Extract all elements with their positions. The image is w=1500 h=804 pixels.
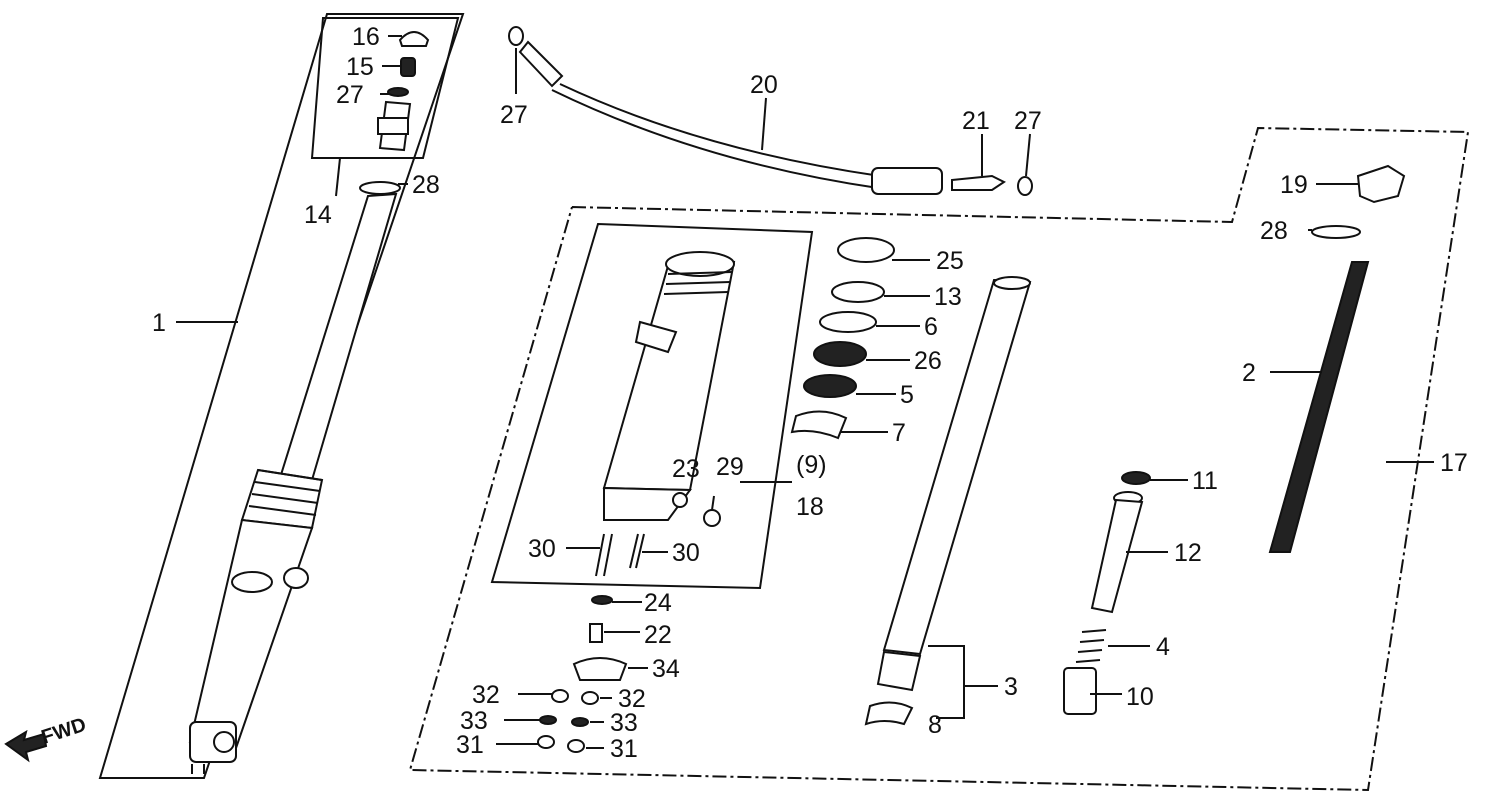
forward-direction-arrow: FWD [4, 714, 89, 763]
callout-part-9: (9) [796, 451, 827, 479]
fork-spring-drawing [1268, 164, 1406, 553]
inner-fork-tube-drawing [864, 276, 1032, 726]
callout-part-33-right: 33 [610, 709, 638, 737]
callout-part-12: 12 [1174, 539, 1202, 567]
callout-part-28-cap: 28 [1260, 217, 1288, 245]
callout-part-27-fitting: 27 [1014, 107, 1042, 135]
callout-part-11: 11 [1192, 467, 1218, 495]
callout-part-20: 20 [750, 71, 778, 99]
callout-part-2: 2 [1242, 359, 1256, 387]
callout-part-4: 4 [1156, 633, 1170, 661]
callout-part-30-left: 30 [528, 535, 556, 563]
callout-part-19: 19 [1280, 171, 1308, 199]
right-fork-assembly-frame [408, 126, 1470, 792]
callout-part-17: 17 [1440, 449, 1468, 477]
callout-part-26: 26 [914, 347, 942, 375]
callout-part-34: 34 [652, 655, 680, 683]
air-valve-drawing [359, 31, 430, 195]
callout-part-32-right: 32 [618, 685, 646, 713]
callout-part-5: 5 [900, 381, 914, 409]
callout-part-30-right: 30 [672, 539, 700, 567]
axle-clamp-hardware-drawing [537, 595, 628, 753]
damper-rod-drawing [1063, 471, 1151, 715]
callout-part-28-valve: 28 [412, 171, 440, 199]
callout-part-16: 16 [352, 23, 380, 51]
left-fork-assembly-frame [98, 13, 465, 779]
slider-subassembly-frame [490, 222, 814, 590]
callout-part-24: 24 [644, 589, 672, 617]
leader-lines [176, 35, 1434, 749]
callout-part-27-hose: 27 [500, 101, 528, 129]
callout-part-31-right: 31 [610, 735, 638, 763]
callout-part-18: 18 [796, 493, 824, 521]
part-labels: 1 2 3 4 5 6 7 8 (9) 10 11 12 13 14 15 16… [152, 23, 1468, 763]
callout-part-21: 21 [962, 107, 990, 135]
fork-slider-drawing [595, 251, 736, 577]
callout-part-7: 7 [892, 419, 906, 447]
callout-part-10: 10 [1126, 683, 1154, 711]
callout-part-3: 3 [1004, 673, 1018, 701]
callout-part-6: 6 [924, 313, 938, 341]
callout-part-27-valve: 27 [336, 81, 364, 109]
callout-part-8: 8 [928, 711, 942, 739]
forward-direction-label: FWD [39, 714, 89, 749]
seal-stack-drawing [790, 237, 895, 440]
left-fork-leg-drawing [188, 192, 398, 774]
valve-subassembly-frame [310, 17, 460, 159]
callout-part-29: 29 [716, 453, 744, 481]
callout-part-25: 25 [936, 247, 964, 275]
callout-part-31-left: 31 [456, 731, 484, 759]
callout-part-33-left: 33 [460, 707, 488, 735]
callout-part-1: 1 [152, 309, 166, 337]
air-hose-drawing [508, 26, 1033, 196]
callout-part-14: 14 [304, 201, 332, 229]
callout-part-13: 13 [934, 283, 962, 311]
callout-part-22: 22 [644, 621, 672, 649]
callout-part-15: 15 [346, 53, 374, 81]
callout-part-32-left: 32 [472, 681, 500, 709]
callout-part-23: 23 [672, 455, 700, 483]
